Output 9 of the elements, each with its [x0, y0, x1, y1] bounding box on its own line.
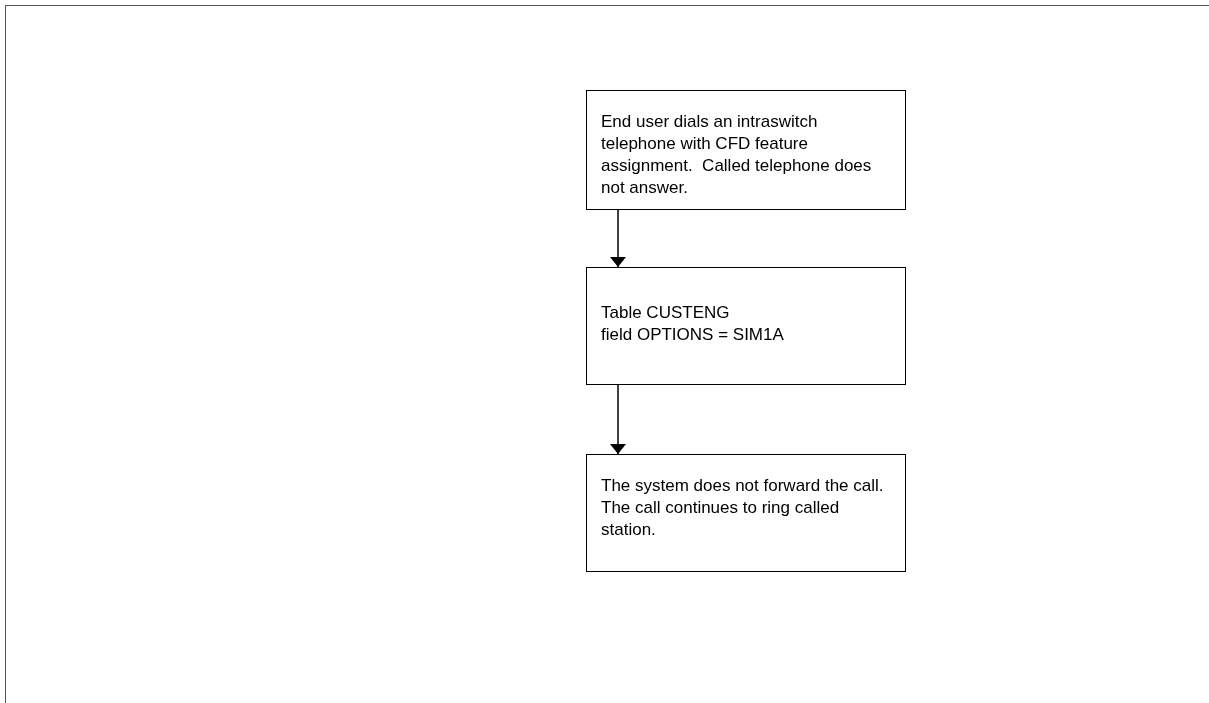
process-box: [586, 267, 906, 385]
box-text: The system does not forward the call. The call continues to ring called station.: [601, 475, 885, 541]
arrow: [610, 209, 626, 268]
box-text: End user dials an intraswitch telephone with CFD feature assignment. Called telephone does not answer.: [601, 111, 873, 199]
process-box: [586, 90, 906, 210]
arrow: [610, 384, 626, 455]
box-text: field OPTIONS = SIM1A: [601, 324, 785, 346]
box-text: Table CUSTENG: [601, 302, 731, 324]
process-box: [586, 454, 906, 572]
